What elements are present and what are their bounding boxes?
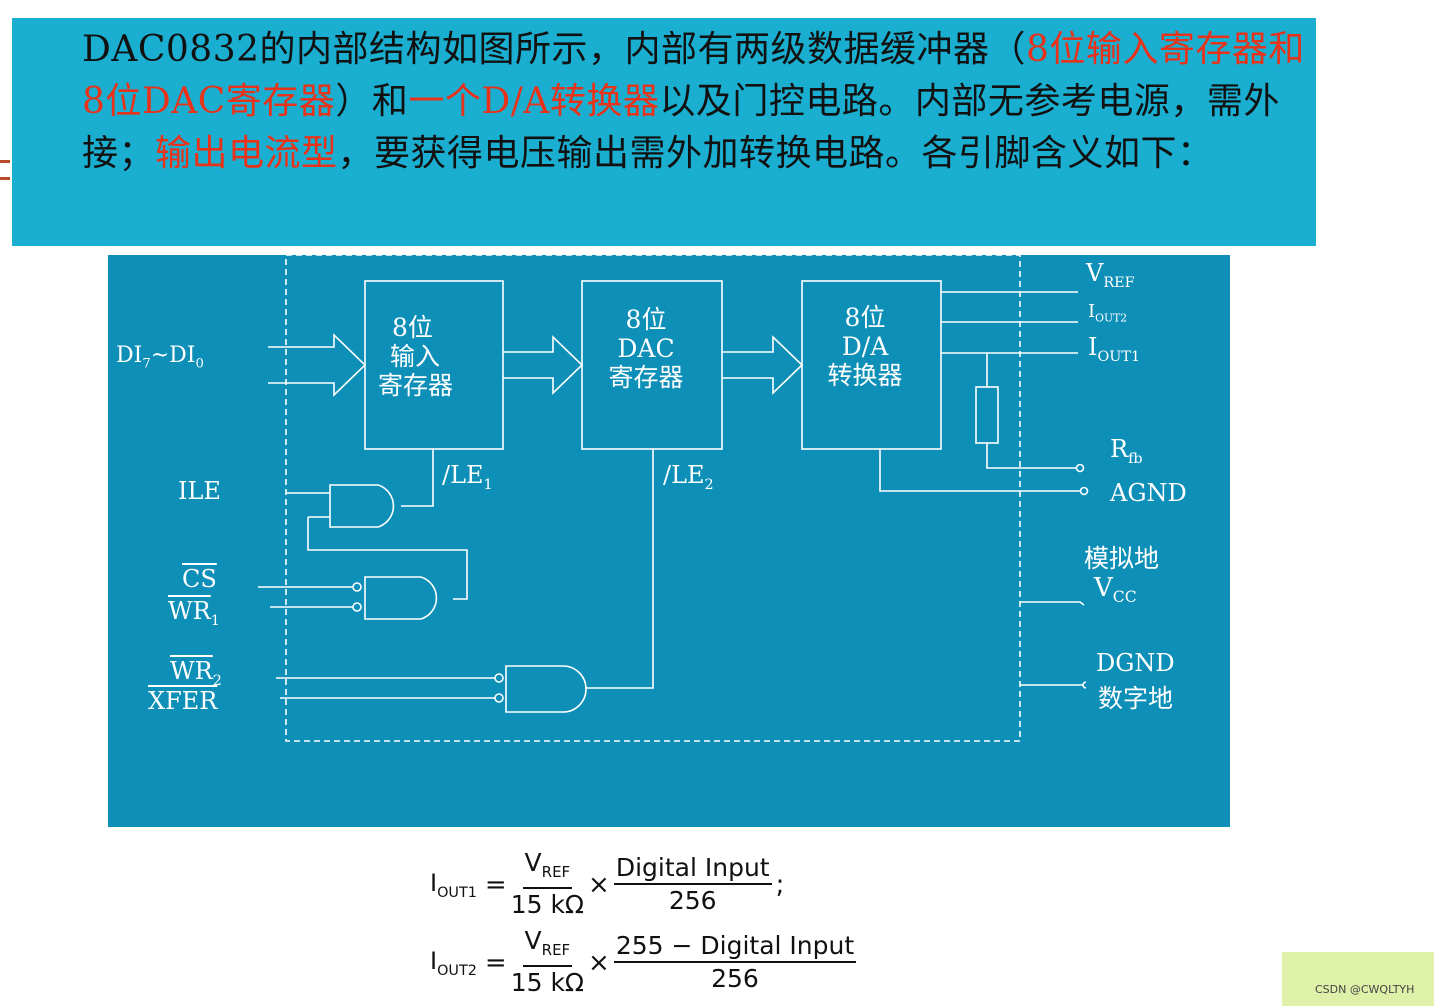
agnd-pin xyxy=(1079,486,1089,496)
intro-text: DAC0832的内部结构如图所示，内部有两级数据缓冲器（8位输入寄存器和8位DA… xyxy=(82,24,1322,180)
formula1-times: × xyxy=(588,869,610,900)
input-register-line-2: 输入 xyxy=(390,342,441,371)
arrow-dac-to-conv xyxy=(722,335,804,395)
formula2-lhs: IOUT2 xyxy=(430,946,477,979)
intro-seg-6: ，要获得电压输出需外加转换电路。各引脚含义如下： xyxy=(337,133,1214,174)
output-current-formulas: IOUT1 = VREF 15 kΩ × Digital Input 256 ;… xyxy=(430,844,950,1004)
and-gate-3 xyxy=(505,665,587,713)
le1-wire xyxy=(401,449,434,507)
watermark: CSDN @CWQLTYH xyxy=(1315,983,1415,996)
intro-seg-3: 一个D/A转换器 xyxy=(408,81,660,122)
converter-line-2: D/A xyxy=(841,332,889,361)
rfb-pin xyxy=(1075,463,1085,473)
intro-seg-1: 8位输入寄存器和8位DAC寄存器 xyxy=(82,29,1305,122)
intro-seg-5: 输出电流型 xyxy=(155,133,338,174)
dgnd-pin xyxy=(1082,681,1087,689)
formula1-frac1: VREF 15 kΩ xyxy=(510,848,585,919)
diagram-lines xyxy=(258,255,1089,742)
cs-label: CS xyxy=(182,565,217,593)
rfb-wire xyxy=(986,443,1076,469)
xfer-bubble xyxy=(494,693,504,703)
formula1-lhs: IOUT1 xyxy=(430,868,477,901)
intro-seg-2: ）和 xyxy=(335,81,409,122)
formula-iout1: IOUT1 = VREF 15 kΩ × Digital Input 256 ; xyxy=(430,848,788,921)
corner-decoration xyxy=(1282,952,1434,1006)
converter-line-1: 8位 xyxy=(844,303,886,332)
dac-register-line-2: DAC xyxy=(617,334,675,363)
dac-register-line-3: 寄存器 xyxy=(608,363,684,392)
ile-label: ILE xyxy=(178,477,221,505)
and-gate-2 xyxy=(364,576,438,620)
formula1-frac2: Digital Input 256 xyxy=(613,852,772,915)
wr2-bubble xyxy=(494,673,504,683)
input-register-line-1: 8位 xyxy=(392,313,433,342)
converter-label: 8位 D/A 转换器 xyxy=(810,303,920,390)
le2-label: /LE2 xyxy=(663,461,714,493)
formula2-frac2: 255 − Digital Input 256 xyxy=(613,930,857,993)
arrow-reg-to-dac xyxy=(503,335,584,395)
vcc-line xyxy=(1020,601,1085,606)
formula2-frac1: VREF 15 kΩ xyxy=(510,926,585,997)
intro-panel xyxy=(12,18,1316,246)
data-input-label: DI7~DI0 xyxy=(116,343,204,372)
agnd-label: AGND xyxy=(1110,479,1187,507)
iout1-label: IOUT1 xyxy=(1088,333,1141,365)
le1-label: /LE1 xyxy=(442,461,493,493)
iout2-label: IOUT2 xyxy=(1088,301,1128,325)
rfb-label: Rfb xyxy=(1110,435,1143,467)
vref-label: VREF xyxy=(1086,259,1135,291)
formula-iout2: IOUT2 = VREF 15 kΩ × 255 − Digital Input… xyxy=(430,926,857,999)
vcc-label: VCC xyxy=(1094,573,1137,607)
dac0832-block-diagram: 8位 输入 寄存器 8位 DAC 寄存器 8位 D/A 转换器 DI7~DI0 … xyxy=(108,255,1230,827)
input-register-line-3: 寄存器 xyxy=(378,371,454,400)
gate2-to-gate1-wire xyxy=(307,516,468,600)
dgnd-label: DGND xyxy=(1096,649,1175,677)
and-gate-1 xyxy=(329,484,395,528)
dac-register-line-1: 8位 xyxy=(625,305,667,334)
intro-seg-4: 以及门控电路。内部无参考电源，需外接； xyxy=(82,81,1280,174)
cs-bubble xyxy=(352,582,362,592)
xfer-label: XFER xyxy=(148,687,218,715)
agnd-wire xyxy=(879,449,1080,492)
dac-register-label: 8位 DAC 寄存器 xyxy=(591,305,701,392)
slide-edge-mark xyxy=(0,160,10,180)
formula1-equals: = xyxy=(484,869,507,900)
formula2-equals: = xyxy=(484,947,507,978)
data-input-arrow xyxy=(268,333,367,397)
input-register-label: 8位 输入 寄存器 xyxy=(370,313,470,400)
digital-ground-label: 数字地 xyxy=(1098,684,1174,713)
intro-seg-0: DAC0832的内部结构如图所示，内部有两级数据缓冲器（ xyxy=(82,29,1027,70)
analog-ground-label: 模拟地 xyxy=(1084,544,1160,573)
converter-line-3: 转换器 xyxy=(827,361,903,390)
wr1-bubble xyxy=(352,602,362,612)
le2-wire xyxy=(586,449,654,689)
wr1-label: WR1 xyxy=(168,597,220,629)
rfb-resistor xyxy=(975,386,999,444)
wr2-label: WR2 xyxy=(170,657,222,689)
formula1-end: ; xyxy=(775,869,785,900)
formula2-times: × xyxy=(588,947,610,978)
